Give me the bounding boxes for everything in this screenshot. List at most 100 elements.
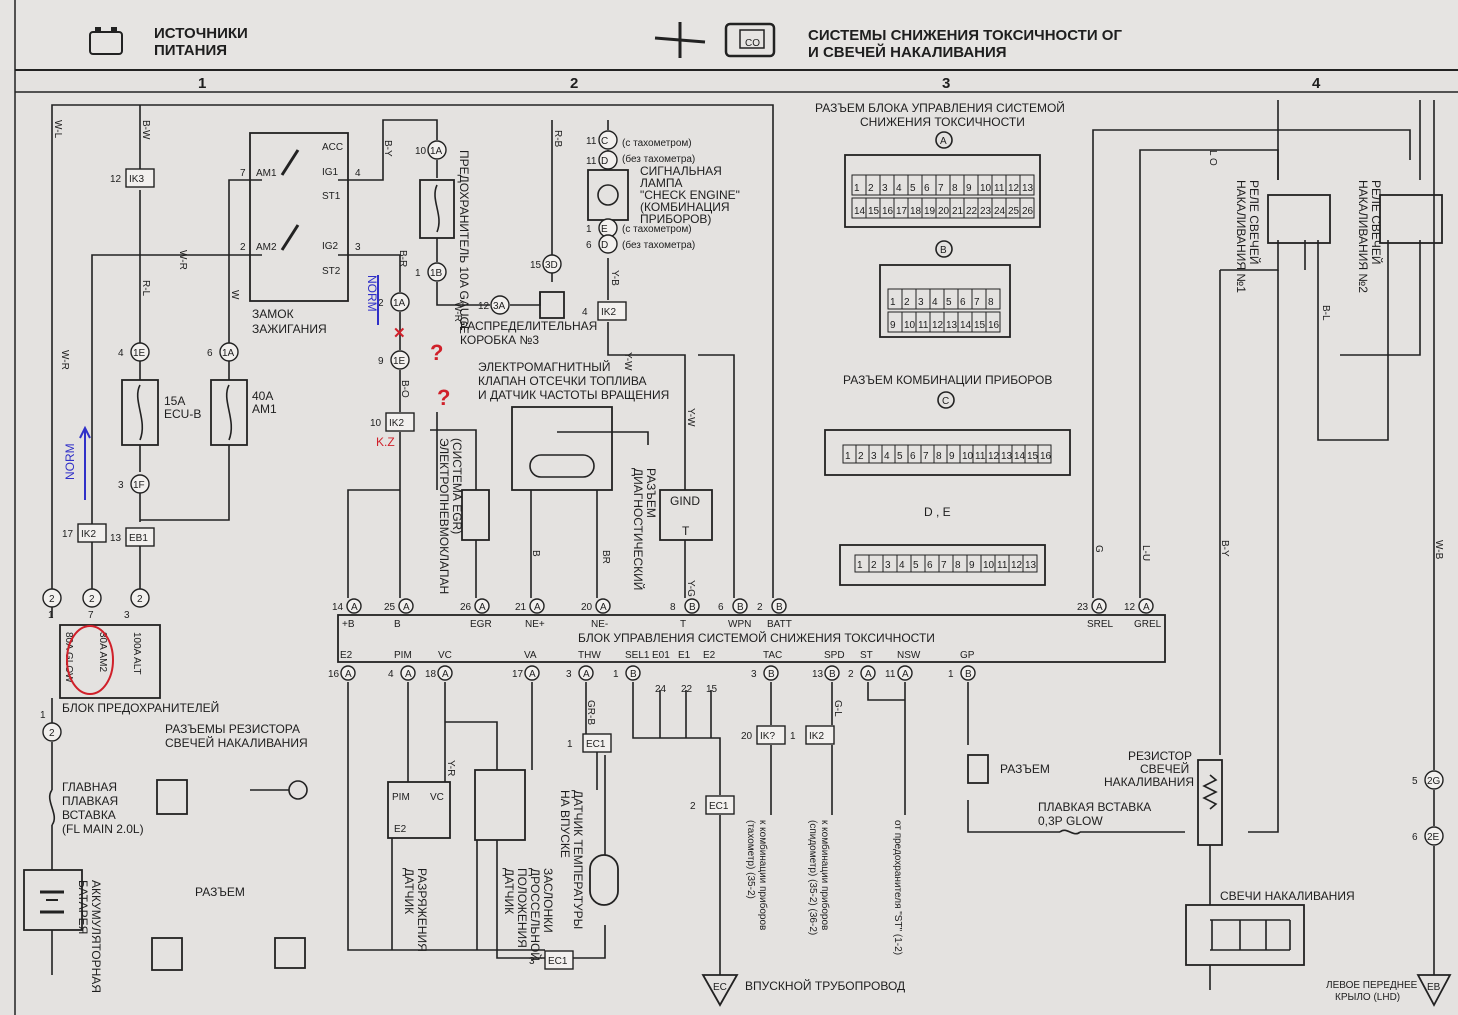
- conn-c-pin: 1: [842, 444, 857, 464]
- wire-label-b_r: B-R: [397, 250, 408, 267]
- pin-number: 2: [848, 669, 854, 680]
- conn-c-pin: 2: [855, 444, 870, 464]
- question-1: ?: [430, 340, 443, 365]
- pin-number: 23: [1077, 602, 1089, 613]
- kz-note: K.Z: [376, 435, 395, 449]
- conn-b-pin: 4: [929, 288, 945, 310]
- junction-box-label-2: КОРОБКА №3: [460, 333, 539, 347]
- wire-label-g_l: G-L: [832, 700, 843, 717]
- vacuum-label-1: ДАТЧИК: [402, 868, 416, 914]
- conn-a-pin: 4: [893, 174, 909, 196]
- ground-eb: EB ЛЕВОЕ ПЕРЕДНЕЕ КРЫЛО (LHD): [1326, 974, 1452, 1007]
- connector-label: EC1: [586, 739, 606, 750]
- pin-name: NE-: [591, 619, 608, 630]
- pin-name: SREL: [1087, 619, 1114, 630]
- wire-label-b_l: B-L: [1320, 305, 1331, 321]
- pin-number: 3: [751, 669, 757, 680]
- pin-label: 23: [980, 206, 992, 217]
- pin-label: 7: [941, 560, 947, 571]
- x-mark: ✕: [393, 325, 406, 342]
- pin-label: 5: [913, 560, 919, 571]
- ignition-st2-label: ST2: [322, 266, 341, 277]
- conn-a-pin: 7: [935, 174, 951, 196]
- pin-label: 16: [882, 206, 894, 217]
- vacuum-label-2: РАЗРЯЖЕНИЯ: [415, 868, 429, 952]
- pin-number: 3: [566, 669, 572, 680]
- connector-c1e: 1E4: [118, 342, 150, 362]
- fuse-am1-amp: 40A: [252, 389, 273, 403]
- conn-a-pin: 16: [879, 197, 895, 219]
- connector-l6d: D6: [586, 234, 618, 254]
- egr-valve: ЭЛЕКТРОПНЕВМОКЛАПАН (СИСТЕМА EGR): [437, 438, 490, 594]
- vacuum-sensor: PIM VC E2 ДАТЧИК РАЗРЯЖЕНИЯ: [387, 781, 451, 952]
- conn-a-pin: 21: [949, 197, 965, 219]
- conn-a-pin: 10: [977, 174, 993, 196]
- pin-number: 6: [718, 602, 724, 613]
- ignition-switch-label-2: ЗАЖИГАНИЯ: [252, 322, 327, 336]
- connector-pin: 6: [207, 348, 213, 359]
- connector-pin: 17: [62, 529, 74, 540]
- pin-label: 24: [994, 206, 1006, 217]
- throttle-label-2: ПОЛОЖЕНИЯ: [515, 868, 529, 948]
- connector-label: IK2: [809, 731, 824, 742]
- connector-label: EC1: [548, 956, 568, 967]
- ignition-am2-label: AM2: [256, 242, 277, 253]
- temp-sensor-label-1: ДАТЧИК ТЕМПЕРАТУРЫ: [571, 790, 585, 929]
- connector-label: EC1: [709, 801, 729, 812]
- pin-label: 14: [1014, 451, 1026, 462]
- pin-name: E1: [678, 650, 691, 661]
- conn-a-pin: 17: [893, 197, 909, 219]
- pin-name: GREL: [1134, 619, 1162, 630]
- conn-c-pin: 8: [933, 444, 948, 464]
- injector-icon: [654, 22, 706, 58]
- connector-label: E: [601, 224, 608, 235]
- resistor-conn-label-1: РАЗЪЕМЫ РЕЗИСТОРА: [165, 722, 300, 736]
- pin-name: VC: [438, 650, 452, 661]
- connector-pin: 3: [118, 480, 124, 491]
- conn-b-pin: 6: [957, 288, 973, 310]
- conn-b-pin: 3: [915, 288, 931, 310]
- wire-label-w: W: [229, 290, 240, 300]
- pin-label: 2: [49, 728, 55, 739]
- pin-connector: A: [1143, 602, 1150, 613]
- pin-connector: B: [630, 669, 637, 680]
- co-meter-icon: CO: [724, 22, 776, 58]
- conn-b-pin: 16: [985, 311, 1001, 333]
- pin-label: 13: [946, 320, 958, 331]
- conn-a-pin: 12: [1005, 174, 1021, 196]
- pin-label: 11: [997, 560, 1008, 571]
- ignition-pin-7: 7: [240, 168, 246, 179]
- connector-pin: 15: [530, 260, 542, 271]
- connector-label: EB1: [129, 533, 148, 544]
- fl-main-label-1: ГЛАВНАЯ: [62, 780, 117, 794]
- pin-label: 2: [137, 594, 143, 605]
- connector-label: 1A: [430, 146, 443, 157]
- glow-resistor-label-1: РЕЗИСТОР: [1128, 749, 1192, 763]
- with-tach-label-bottom: (с тахометром): [622, 224, 692, 235]
- fl-main-label-2: ПЛАВКАЯ: [62, 794, 118, 808]
- fuse-80a-glow: 80A GLOW: [63, 632, 74, 683]
- pin-label: 4: [932, 297, 938, 308]
- pin-label: 26: [1022, 206, 1034, 217]
- gauge-fuse: ПРЕДОХРАНИТЕЛЬ 10A GAUGE: [419, 150, 471, 334]
- connector-label: IK3: [129, 174, 144, 185]
- battery-label-2: БАТАРЕЯ: [76, 880, 90, 934]
- ground-ec-name: EC: [713, 982, 727, 993]
- pin-label: 7: [974, 297, 980, 308]
- pin-name: SEL1: [625, 650, 650, 661]
- vacuum-e2: E2: [394, 824, 407, 835]
- conn-a-pin: 8: [949, 174, 965, 196]
- pin-name: B: [394, 619, 401, 630]
- diag-gind: GIND: [670, 494, 700, 508]
- pin-name: T: [680, 619, 686, 630]
- conn-a-pin: 1: [851, 174, 867, 196]
- fuse-block-pin-number: 7: [88, 610, 94, 621]
- pin-label: 10: [904, 320, 916, 331]
- pin-label: 19: [924, 206, 936, 217]
